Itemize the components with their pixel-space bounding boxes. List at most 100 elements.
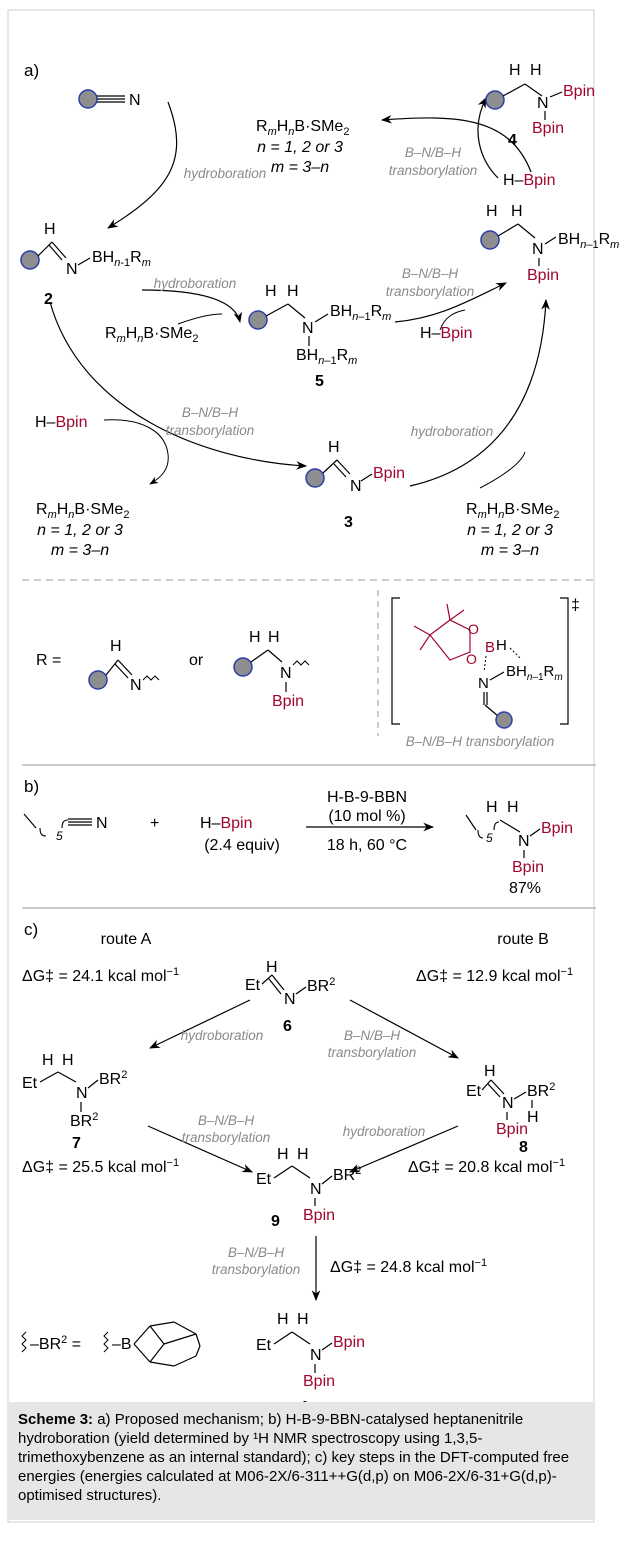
- svg-text:m = 3–n: m = 3–n: [481, 542, 539, 559]
- svg-text:BHn–1Rm: BHn–1Rm: [506, 663, 563, 683]
- svg-text:BHn-1Rm: BHn-1Rm: [92, 249, 151, 269]
- yield-label: 87%: [509, 880, 541, 897]
- svg-text:H: H: [297, 1146, 309, 1163]
- svg-text:BR2: BR2: [307, 976, 335, 995]
- svg-text:Et: Et: [466, 1083, 482, 1100]
- svg-text:5: 5: [315, 373, 324, 390]
- svg-text:N: N: [284, 991, 296, 1008]
- borane-reagent-lower-right: RmHnB·SMe2 n = 1, 2 or 3 m = 3–n: [466, 501, 559, 559]
- hbpin-2: H–Bpin: [420, 325, 472, 342]
- compound-8-number: 8: [519, 1139, 528, 1156]
- svg-text:BR2: BR2: [333, 1165, 361, 1184]
- svg-text:n = 1, 2 or 3: n = 1, 2 or 3: [257, 139, 343, 156]
- nitrile-start: N: [78, 89, 141, 109]
- label-hydroboration-3: hydroboration: [411, 424, 494, 439]
- svg-text:H: H: [507, 799, 519, 816]
- label-transborylation-2a: B–N/B–H: [402, 266, 459, 281]
- svg-text:O: O: [468, 621, 479, 637]
- frame: [7, 9, 595, 1523]
- caption-title: Scheme 3:: [18, 1411, 94, 1428]
- svg-text:m = 3–n: m = 3–n: [51, 542, 109, 559]
- svg-text:Et: Et: [22, 1075, 38, 1092]
- svg-text:BR2: BR2: [70, 1111, 98, 1130]
- arrow-6-8: [349, 999, 459, 1059]
- svg-text:Bpin: Bpin: [563, 83, 595, 100]
- label-hydroboration-c1: hydroboration: [181, 1028, 264, 1043]
- svg-text:N: N: [96, 815, 108, 832]
- label-transborylation-3b: transborylation: [166, 423, 255, 438]
- label-transborylation-c2b: transborylation: [182, 1130, 271, 1145]
- route-b-label: route B: [497, 931, 549, 948]
- svg-text:Bpin: Bpin: [512, 859, 544, 876]
- svg-text:5: 5: [56, 829, 63, 843]
- svg-text:n = 1, 2 or 3: n = 1, 2 or 3: [467, 522, 553, 539]
- svg-text:4: 4: [508, 132, 517, 149]
- borane-reagent-mid: RmHnB·SMe2: [105, 325, 198, 345]
- svg-text:H: H: [484, 1063, 496, 1080]
- svg-text:6: 6: [283, 1018, 292, 1035]
- svg-text:Bpin: Bpin: [496, 1121, 528, 1138]
- svg-text:N: N: [310, 1181, 322, 1198]
- equiv-label: (2.4 equiv): [204, 837, 280, 854]
- svg-text:N: N: [129, 92, 141, 109]
- svg-text:Et: Et: [256, 1337, 272, 1354]
- catalyst-label: H-B-9-BBN: [327, 789, 407, 806]
- svg-text:N: N: [280, 665, 292, 682]
- svg-text:N: N: [532, 241, 544, 258]
- svg-text:O: O: [466, 651, 477, 667]
- svg-text:H: H: [486, 799, 498, 816]
- svg-text:H: H: [328, 439, 340, 456]
- svg-text:Bpin: Bpin: [373, 465, 405, 482]
- svg-text:N: N: [478, 675, 489, 692]
- scheme-caption: Scheme 3: a) Proposed mechanism; b) H-B-…: [8, 1402, 594, 1520]
- svg-text:N: N: [66, 261, 78, 278]
- panel-c-label: c): [24, 920, 38, 939]
- svg-text:–B: –B: [112, 1336, 132, 1353]
- svg-text:Bpin: Bpin: [303, 1207, 335, 1224]
- svg-text:H: H: [511, 203, 523, 220]
- svg-text:H: H: [287, 283, 299, 300]
- svg-text:N: N: [310, 1347, 322, 1364]
- dg-6-8: ΔG‡ = 12.9 kcal mol−1: [416, 966, 573, 985]
- compound-3: H N Bpin 3: [305, 439, 405, 531]
- svg-text:H: H: [496, 637, 507, 654]
- svg-text:H: H: [265, 283, 277, 300]
- svg-text:N: N: [350, 478, 362, 495]
- arrow-8-9: [349, 1125, 459, 1173]
- svg-text:RmHnB·SMe2: RmHnB·SMe2: [466, 501, 559, 521]
- svg-text:H: H: [110, 638, 122, 655]
- svg-text:H: H: [530, 62, 542, 79]
- svg-text:N: N: [518, 833, 530, 850]
- dg-7-9: ΔG‡ = 25.5 kcal mol−1: [22, 1157, 179, 1176]
- svg-text:H: H: [249, 629, 261, 646]
- svg-text:Bpin: Bpin: [303, 1373, 335, 1390]
- svg-text:Bpin: Bpin: [527, 267, 559, 284]
- arrow-to-4: [477, 97, 499, 179]
- svg-text:H: H: [42, 1052, 54, 1069]
- svg-text:BHn–1Rm: BHn–1Rm: [296, 347, 357, 367]
- svg-text:Bpin: Bpin: [541, 820, 573, 837]
- svg-text:H: H: [44, 221, 56, 238]
- label-hydroboration-2: hydroboration: [154, 276, 237, 291]
- svg-text:BR2: BR2: [99, 1069, 127, 1088]
- arrow-7-9: [147, 1125, 253, 1173]
- label-transborylation-c1a: B–N/B–H: [344, 1028, 401, 1043]
- arrow-transborylation-3: [49, 301, 308, 470]
- label-transborylation-3a: B–N/B–H: [182, 405, 239, 420]
- conditions-label: 18 h, 60 °C: [327, 837, 407, 854]
- caption-text: a) Proposed mechanism; b) H-B-9-BBN-cata…: [18, 1411, 570, 1504]
- svg-text:N: N: [76, 1085, 88, 1102]
- svg-text:n = 1, 2 or 3: n = 1, 2 or 3: [37, 522, 123, 539]
- dg-9-4a: ΔG‡ = 24.8 kcal mol−1: [330, 1257, 487, 1276]
- svg-text:BR2: BR2: [527, 1081, 555, 1100]
- svg-text:Bpin: Bpin: [272, 693, 304, 710]
- borane-reagent-top: RmHnB·SMe2 n = 1, 2 or 3 m = 3–n: [256, 118, 349, 176]
- svg-text:5: 5: [486, 831, 493, 845]
- compound-4a: HH Et N Bpin Bpin 4a: [256, 1311, 365, 1416]
- route-a-label: route A: [101, 931, 152, 948]
- label-transborylation-c3a: B–N/B–H: [228, 1245, 285, 1260]
